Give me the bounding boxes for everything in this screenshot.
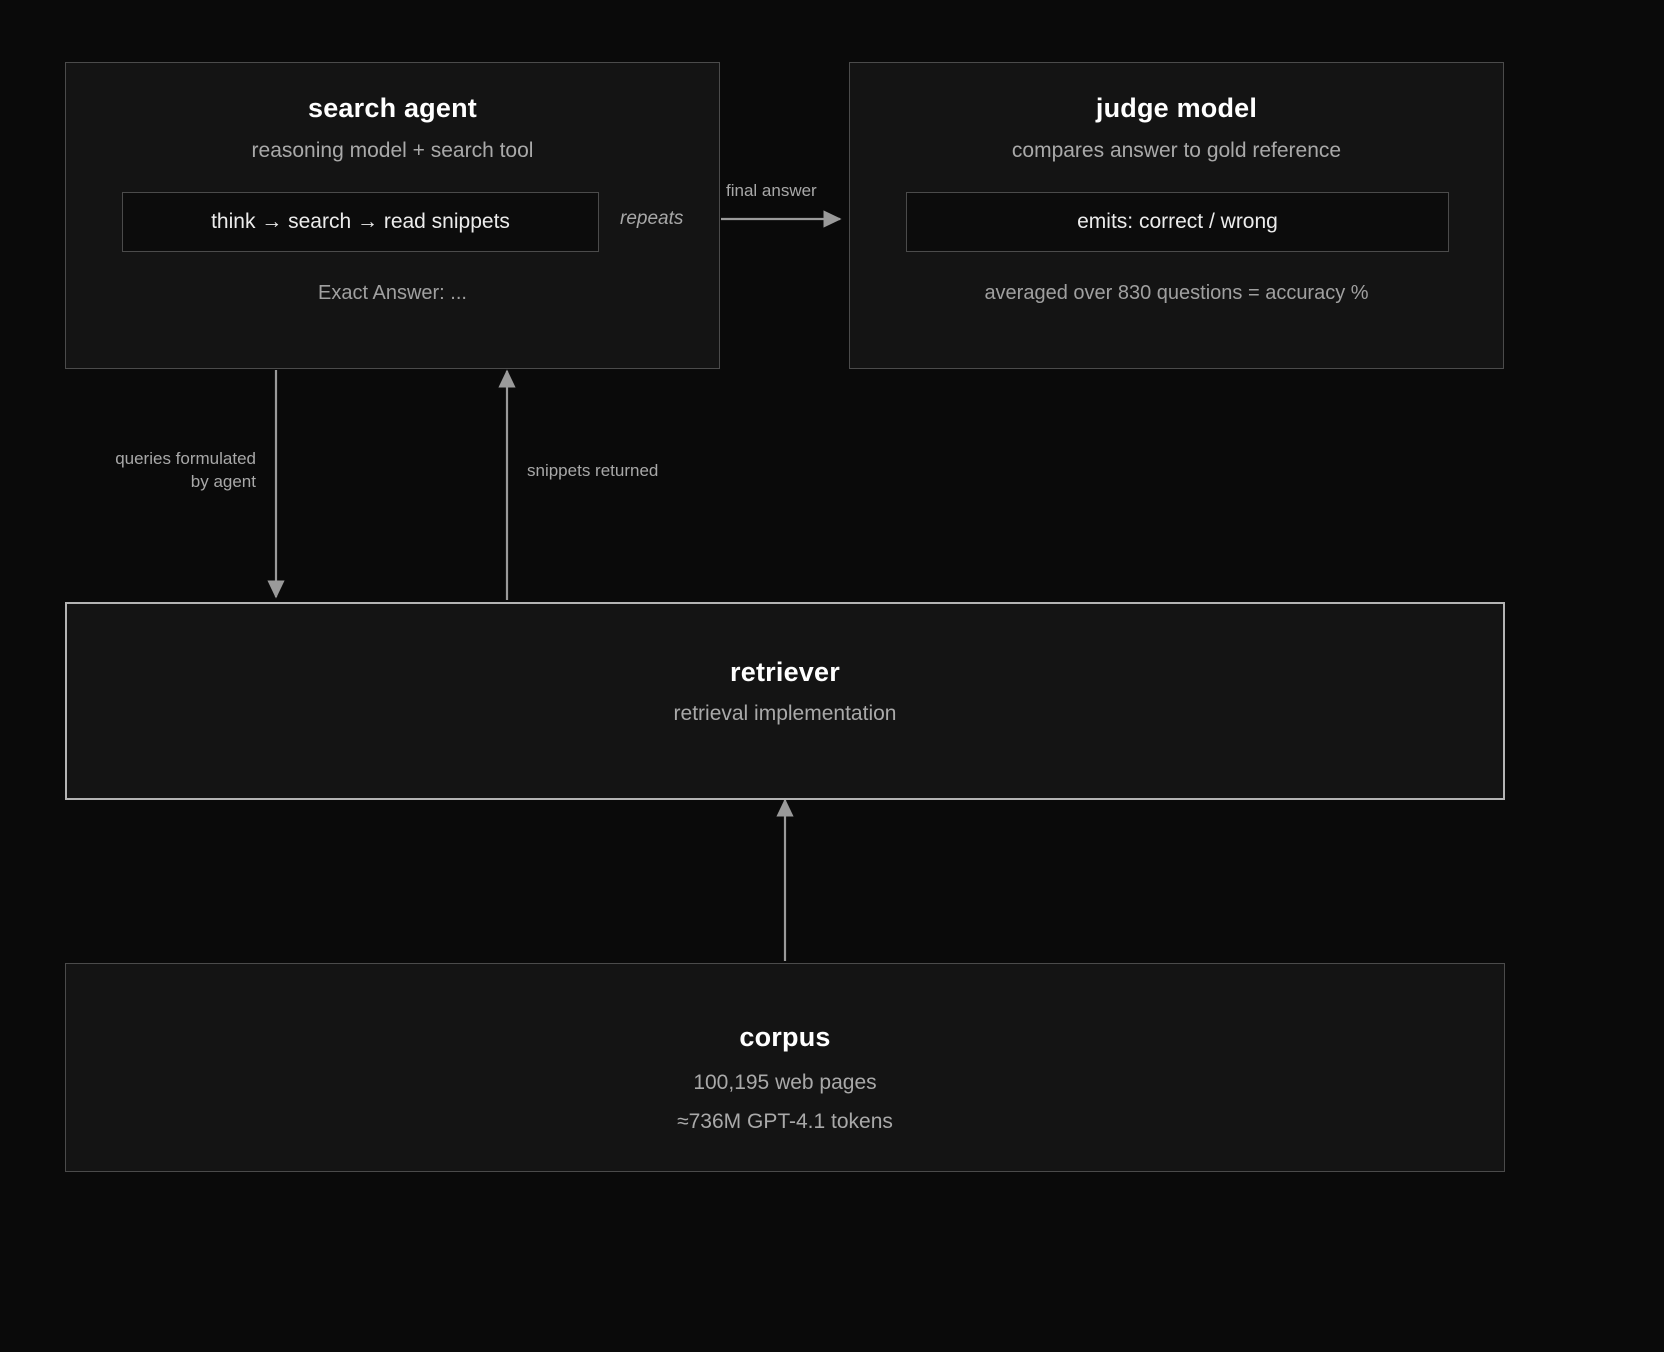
repeats-label: repeats (620, 208, 684, 229)
search-agent-title: search agent (308, 93, 477, 123)
search-agent-subtitle: reasoning model + search tool (251, 139, 534, 162)
judge-model-title: judge model (1095, 93, 1258, 123)
corpus-token-count: ≈736M GPT-4.1 tokens (677, 1110, 893, 1133)
edge-label-final-answer: final answer (726, 181, 817, 200)
judge-model-verdict-text: emits: correct / wrong (1077, 210, 1278, 233)
node-search-agent[interactable]: search agent reasoning model + search to… (65, 62, 720, 369)
judge-model-verdict-box[interactable]: emits: correct / wrong (906, 192, 1449, 252)
judge-model-accuracy-note: averaged over 830 questions = accuracy % (984, 282, 1369, 304)
search-agent-loop-box[interactable]: think → search → read snippets (122, 192, 599, 252)
edge-label-queries-line2: by agent (190, 471, 256, 491)
edge-label-queries-line1: queries formulated (115, 449, 256, 468)
retriever-subtitle: retrieval implementation (673, 702, 897, 725)
edge-label-snippets: snippets returned (527, 461, 659, 480)
edge-label-queries: queries formulated by agent (83, 448, 256, 494)
node-corpus[interactable]: corpus 100,195 web pages ≈736M GPT-4.1 t… (65, 963, 1505, 1172)
search-agent-exact-answer: Exact Answer: ... (318, 282, 467, 304)
node-judge-model[interactable]: judge model compares answer to gold refe… (849, 62, 1504, 369)
judge-model-subtitle: compares answer to gold reference (1011, 139, 1342, 162)
corpus-page-count: 100,195 web pages (693, 1071, 877, 1094)
node-retriever[interactable]: retriever retrieval implementation (65, 602, 1505, 800)
corpus-title: corpus (739, 1022, 831, 1052)
retriever-title: retriever (730, 657, 840, 687)
search-agent-loop-text: think → search → read snippets (211, 210, 510, 233)
